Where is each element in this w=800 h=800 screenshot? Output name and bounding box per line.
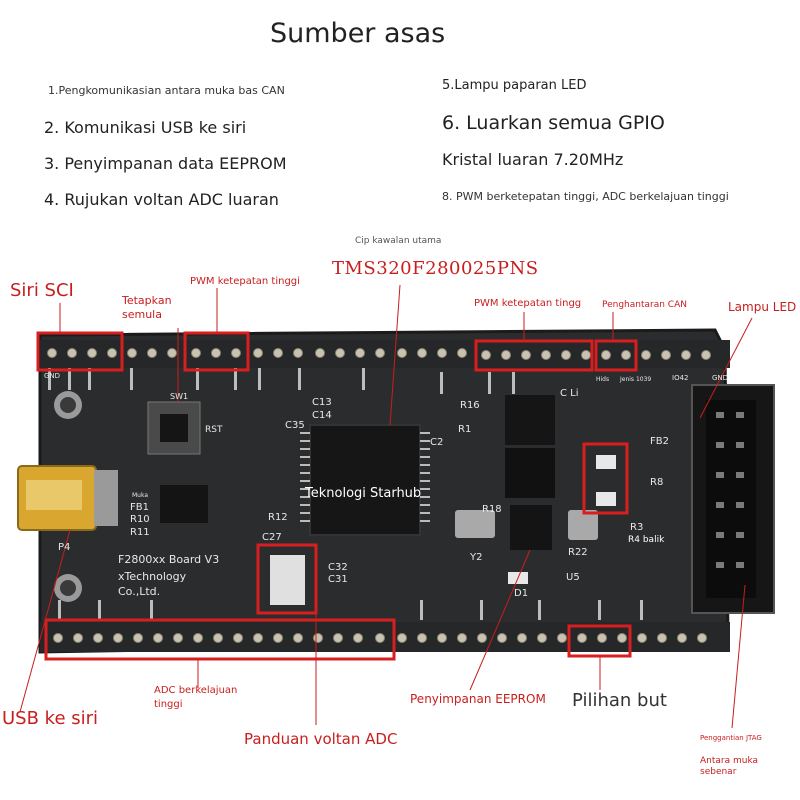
silk-sw1-label: SW1 xyxy=(170,392,189,401)
feature-5: 5.Lampu paparan LED xyxy=(442,78,587,93)
callout-adc-fast: ADC berkelajuan tinggi xyxy=(154,685,238,710)
box-can xyxy=(594,339,638,372)
box-led xyxy=(582,442,629,515)
callout-eeprom: Penyimpanan EEPROM xyxy=(410,692,546,706)
svg-text:R12: R12 xyxy=(268,512,288,523)
svg-text:R3: R3 xyxy=(630,522,643,533)
silk-io42-label: IO42 xyxy=(672,374,689,382)
svg-text:C14: C14 xyxy=(312,410,332,421)
silk-p4-label: P4 xyxy=(58,542,71,553)
svg-text:C31: C31 xyxy=(328,574,348,585)
callout-chip-model: TMS320F280025PNS xyxy=(332,258,539,279)
svg-text:C2: C2 xyxy=(430,437,443,448)
feature-8: 8. PWM berketepatan tinggi, ADC berkelaj… xyxy=(442,190,729,203)
silk-hids-label: Hids xyxy=(596,376,610,383)
callout-usb-serial: USB ke siri xyxy=(2,708,99,729)
silk-muka-label: Muka xyxy=(132,492,149,499)
callout-led: Lampu LED xyxy=(728,300,797,314)
top-header-pins xyxy=(47,348,711,360)
feature-7: Kristal luaran 7.20MHz xyxy=(442,150,624,169)
callout-jtag: Penggantian JTAG xyxy=(700,734,762,742)
silk-gnd-right: GND xyxy=(712,374,729,382)
callout-reset: Tetapkan semula xyxy=(122,294,172,321)
eeprom-ic xyxy=(510,505,552,550)
svg-text:FB1: FB1 xyxy=(130,502,149,513)
page-title: Sumber asas xyxy=(270,18,446,49)
led-2 xyxy=(596,492,616,506)
svg-text:R10: R10 xyxy=(130,514,150,525)
svg-text:R8: R8 xyxy=(650,477,663,488)
crystal-2 xyxy=(568,510,598,540)
callout-pwm-right: PWM ketepatan tingg xyxy=(474,298,582,309)
silk-r4-label: R4 balik xyxy=(628,535,665,545)
board-overlay-watermark: Teknologi Starhub xyxy=(305,486,422,501)
feature-2: 2. Komunikasi USB ke siri xyxy=(44,118,247,137)
silk-cli-label: C Li xyxy=(560,388,579,399)
silk-jenis-label: Jenis 1039 xyxy=(620,376,652,383)
svg-text:R1: R1 xyxy=(458,424,471,435)
svg-text:C27: C27 xyxy=(262,532,282,543)
feature-4: 4. Rujukan voltan ADC luaran xyxy=(44,190,279,209)
callout-can: Penghantaran CAN xyxy=(602,300,687,310)
svg-text:C32: C32 xyxy=(328,562,348,573)
feature-1: 1.Pengkomunikasian antara muka bas CAN xyxy=(48,84,285,97)
svg-text:R16: R16 xyxy=(460,400,480,411)
svg-text:C35: C35 xyxy=(285,420,305,431)
crystal xyxy=(455,510,495,538)
transceiver-ic xyxy=(505,395,555,445)
svg-text:U5: U5 xyxy=(566,572,580,583)
callout-sci: Siri SCI xyxy=(10,280,74,301)
silk-gnd-left: GND xyxy=(44,372,61,380)
adc-reference xyxy=(270,555,305,605)
box-pwm-right xyxy=(474,339,594,372)
svg-text:R11: R11 xyxy=(130,527,150,538)
feature-6: 6. Luarkan semua GPIO xyxy=(442,112,665,134)
regulator-ic xyxy=(160,485,208,523)
callout-chip-caption: Cip kawalan utama xyxy=(355,236,442,246)
board-maker-line2: Co.,Ltd. xyxy=(118,585,161,598)
box-sci xyxy=(36,331,124,372)
board-maker-line1: xTechnology xyxy=(118,570,187,583)
silk-pin-labels xyxy=(48,368,643,620)
main-mcu-chip xyxy=(309,424,421,536)
bottom-header-pins xyxy=(53,633,707,643)
callout-real-interface: Antara muka sebenar xyxy=(700,756,759,777)
svg-text:D1: D1 xyxy=(514,588,528,599)
led-1 xyxy=(596,455,616,469)
silk-rst-label: RST xyxy=(205,425,223,435)
callout-boot: Pilihan but xyxy=(572,690,667,711)
callout-pwm-left: PWM ketepatan tinggi xyxy=(190,276,300,287)
svg-text:R18: R18 xyxy=(482,504,502,515)
box-adc-ref xyxy=(256,543,318,615)
svg-text:R22: R22 xyxy=(568,547,588,558)
usb-serial-ic xyxy=(505,448,555,498)
svg-text:Y2: Y2 xyxy=(469,552,482,563)
svg-text:FB2: FB2 xyxy=(650,436,669,447)
svg-text:C13: C13 xyxy=(312,397,332,408)
box-adc-fast xyxy=(44,618,396,661)
callout-lines xyxy=(19,284,753,729)
board-name-silk: F2800xx Board V3 xyxy=(118,553,220,566)
callout-adc-ref: Panduan voltan ADC xyxy=(244,730,398,748)
feature-3: 3. Penyimpanan data EEPROM xyxy=(44,154,287,173)
